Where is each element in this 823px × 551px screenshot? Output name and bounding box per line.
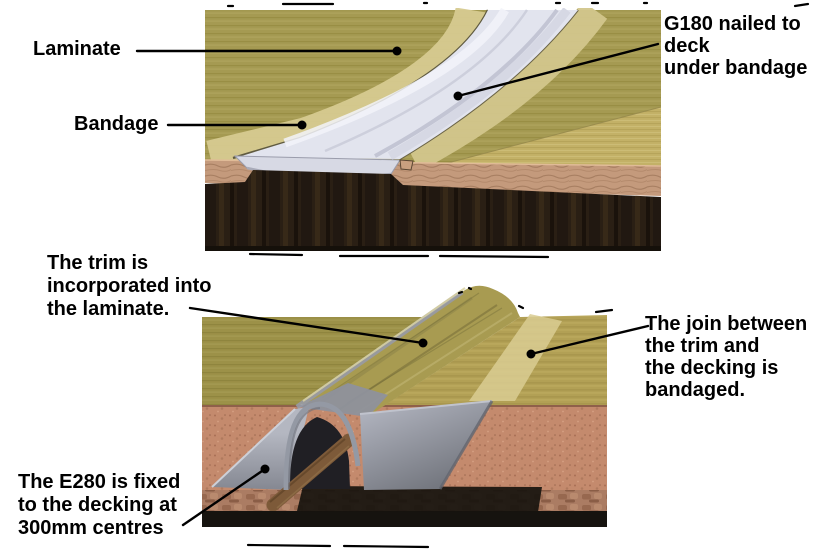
deck-laminate-edge [439,106,661,166]
batten-grain-2 [276,445,350,509]
label-join-line4: bandaged. [645,379,746,401]
hump-inner-shade [288,407,321,490]
label-join-bandaged: The join between the trim and the deckin… [645,313,807,401]
trim-highlight [283,8,509,148]
deck-boards-surface [440,107,661,168]
ridge-grey-sliver [295,289,464,410]
label-join-line1: The join between [645,313,808,335]
membrane-shadow [297,486,542,512]
joists-bottom-shadow [205,246,661,251]
trim-ridge-line-2 [324,9,529,153]
label-e280-line3: 300mm centres [18,517,164,539]
label-e280-fixing: The E280 is fixed to the decking at 300m… [18,471,180,540]
membrane-right-apron [360,401,492,490]
label-bandage-text: Bandage [74,113,159,135]
ridge-grain-4 [321,292,503,404]
label-join-line2: the trim and [645,335,760,357]
trim-ridge-laminated [300,285,520,415]
label-e280-line2: to the decking at [18,494,177,516]
timber-batten [266,433,356,511]
label-g180-line1: G180 nailed to [664,13,801,35]
label-g180: G180 nailed to deck under bandage [664,13,807,79]
top-illustration [205,8,661,251]
joists-front [205,170,661,251]
bottom-illustration [202,285,607,527]
label-g180-line3: under bandage [664,57,808,79]
ridge-edge-highlight [302,287,466,402]
label-bandage: Bandage [74,113,158,136]
label-e280-line1: The E280 is fixed [18,471,181,493]
label-trim-line1: The trim is [47,252,149,274]
batten-grain-1 [269,438,346,503]
label-join-line3: the decking is [645,357,779,379]
apron-top-edge [359,400,493,415]
label-trim-line3: the laminate. [47,298,170,320]
label-laminate-text: Laminate [33,38,121,60]
base-black-strip [202,511,607,527]
e280-hump-rim [283,401,361,491]
trim-tab [399,159,414,171]
trim-grey-exposed [298,383,388,417]
label-g180-line2: deck [664,35,710,57]
label-trim-line2: incorporated into [47,275,212,297]
label-laminate: Laminate [33,38,121,61]
apron-right-shade [438,400,494,490]
label-trim-incorporated: The trim is incorporated into the lamina… [47,252,211,321]
